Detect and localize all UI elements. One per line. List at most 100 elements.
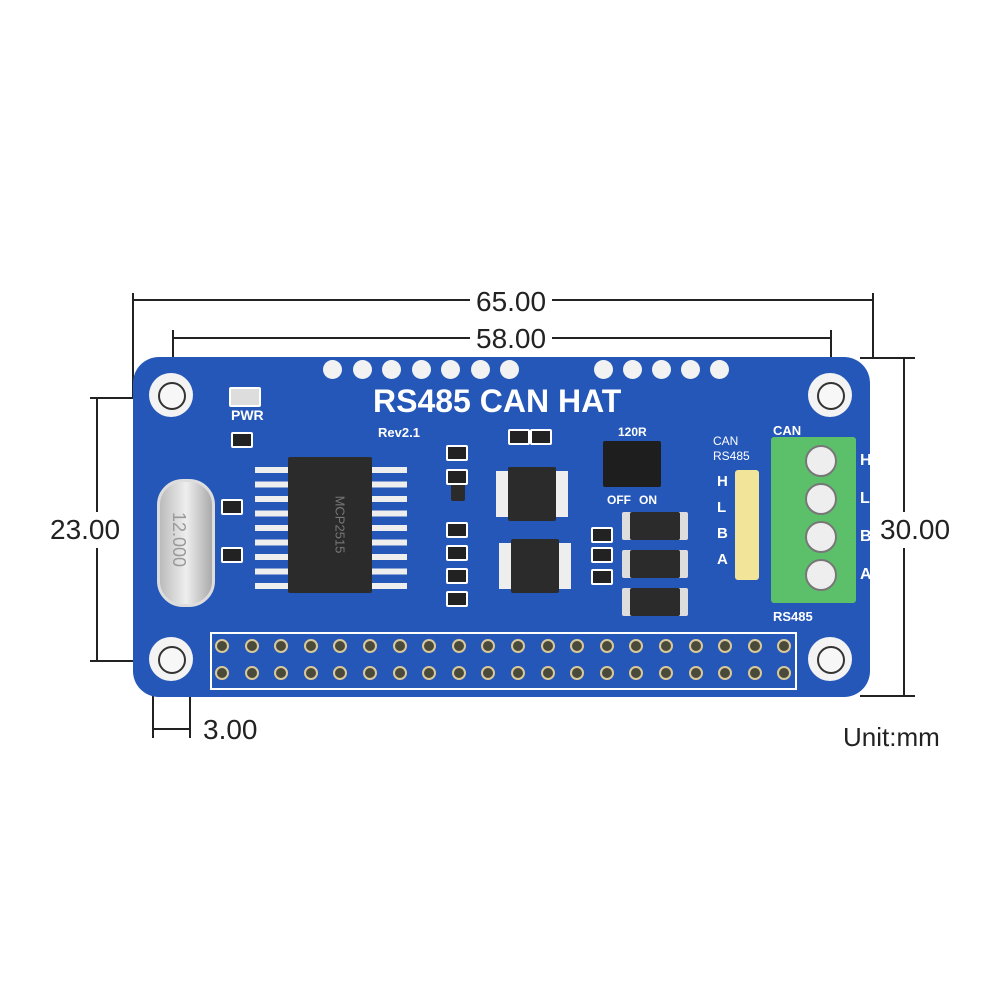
gpio-pin [570,666,585,680]
header-pad [681,360,700,379]
header-pin-label: A [717,551,728,568]
dim-extension-offset-a [152,680,154,738]
tvs-diode-3 [630,588,680,616]
gpio-pin [363,639,377,653]
header-pad [470,360,490,379]
header-pad [411,360,431,379]
terminal-screw [805,483,837,515]
terminal-label: L [860,490,870,507]
gpio-pin [747,639,762,653]
header-pad [623,360,642,379]
switch-off-label: OFF [607,493,631,507]
dim-extension-bottom [860,695,915,697]
dim-hole-spacing-y: 23.00 [48,512,123,548]
mounting-hole-bl [149,637,193,681]
transceiver-chip-1 [508,467,556,521]
smd-component [231,432,253,448]
gpio-pin [599,639,614,653]
header-pad [652,360,671,379]
header-pad [352,360,372,379]
gpio-pin [333,666,348,680]
header-pad [500,360,519,379]
terminal-screw [805,559,837,591]
terminal-label: B [860,528,872,545]
pwr-label: PWR [231,407,264,423]
gpio-pin [511,666,525,680]
gpio-pin [570,639,585,653]
header-pin-label: B [717,525,728,542]
smd-component [446,545,468,561]
dim-extension-right [872,293,874,358]
gpio-pin [451,666,466,680]
mcp2515-chip [288,457,372,593]
dim-hole-spacing-x: 58.00 [470,323,553,355]
gpio-header-outline [210,632,797,690]
header-pin-label: L [717,499,727,516]
switch-can-label: CAN [713,434,739,448]
dim-extension-bottom-hole [90,660,170,662]
gpio-pin [422,639,437,653]
smd-component [446,568,468,584]
smd-component [446,445,468,461]
gpio-pin [511,639,525,653]
crystal-label: 12.000 [169,511,190,568]
dim-total-height: 30.00 [878,512,953,548]
header-pad [710,360,729,379]
header-pad [323,360,342,379]
smd-component [221,499,243,515]
switch-on-label: ON [639,493,657,507]
gpio-pin [422,666,437,680]
gpio-pin [599,666,614,680]
switch-rs485-label: RS485 [713,449,750,463]
mcp2515-label: MCP2515 [332,495,348,554]
terminal-label: H [860,452,872,469]
gpio-pin [629,666,644,680]
header-pad [594,360,613,379]
gpio-pin [451,639,466,653]
board-title: RS485 CAN HAT [373,383,622,419]
dip-switch [603,441,661,487]
smd-component [508,429,530,445]
header-pad [441,360,460,379]
smd-component [591,569,613,585]
gpio-pin [540,639,555,653]
transceiver-chip-2 [511,539,559,593]
header-pin-label: H [717,473,728,490]
gpio-pin [363,666,377,680]
mounting-hole-tl [149,373,193,417]
gpio-pin [659,666,673,680]
dim-line-3 [153,728,190,730]
smd-component [530,429,552,445]
smd-component [591,547,613,563]
pcb-board: PWR RS485 CAN HAT Rev2.1 12.000 MCP2515 … [133,357,872,697]
smd-component [221,547,243,563]
gpio-pin [481,666,496,680]
gpio-pin [215,639,229,653]
gpio-pin [244,666,259,680]
dim-total-width: 65.00 [470,286,553,318]
smd-component [591,527,613,543]
board-revision: Rev2.1 [378,425,420,440]
gpio-pin [629,639,644,653]
header-pad [382,360,401,379]
terminal-rs485-label: RS485 [773,609,813,624]
smd-component [446,591,468,607]
mounting-hole-tr [808,373,852,417]
terminal-can-label: CAN [773,423,802,438]
smd-component [446,522,468,538]
dim-extension-top [860,357,915,359]
switch-label: 120R [618,425,647,439]
mounting-hole-br [808,637,852,681]
gpio-pin [274,666,289,680]
pin-header-4pin [735,470,759,580]
gpio-pin [244,639,259,653]
tvs-diode-1 [630,512,680,540]
gpio-pin [303,639,318,653]
terminal-screw [805,445,837,477]
crystal-oscillator [157,479,215,607]
dim-extension-offset-b [189,660,191,738]
gpio-pin [747,666,762,680]
gpio-pin [392,666,407,680]
smd-component [446,469,468,485]
gpio-pin [777,666,792,680]
